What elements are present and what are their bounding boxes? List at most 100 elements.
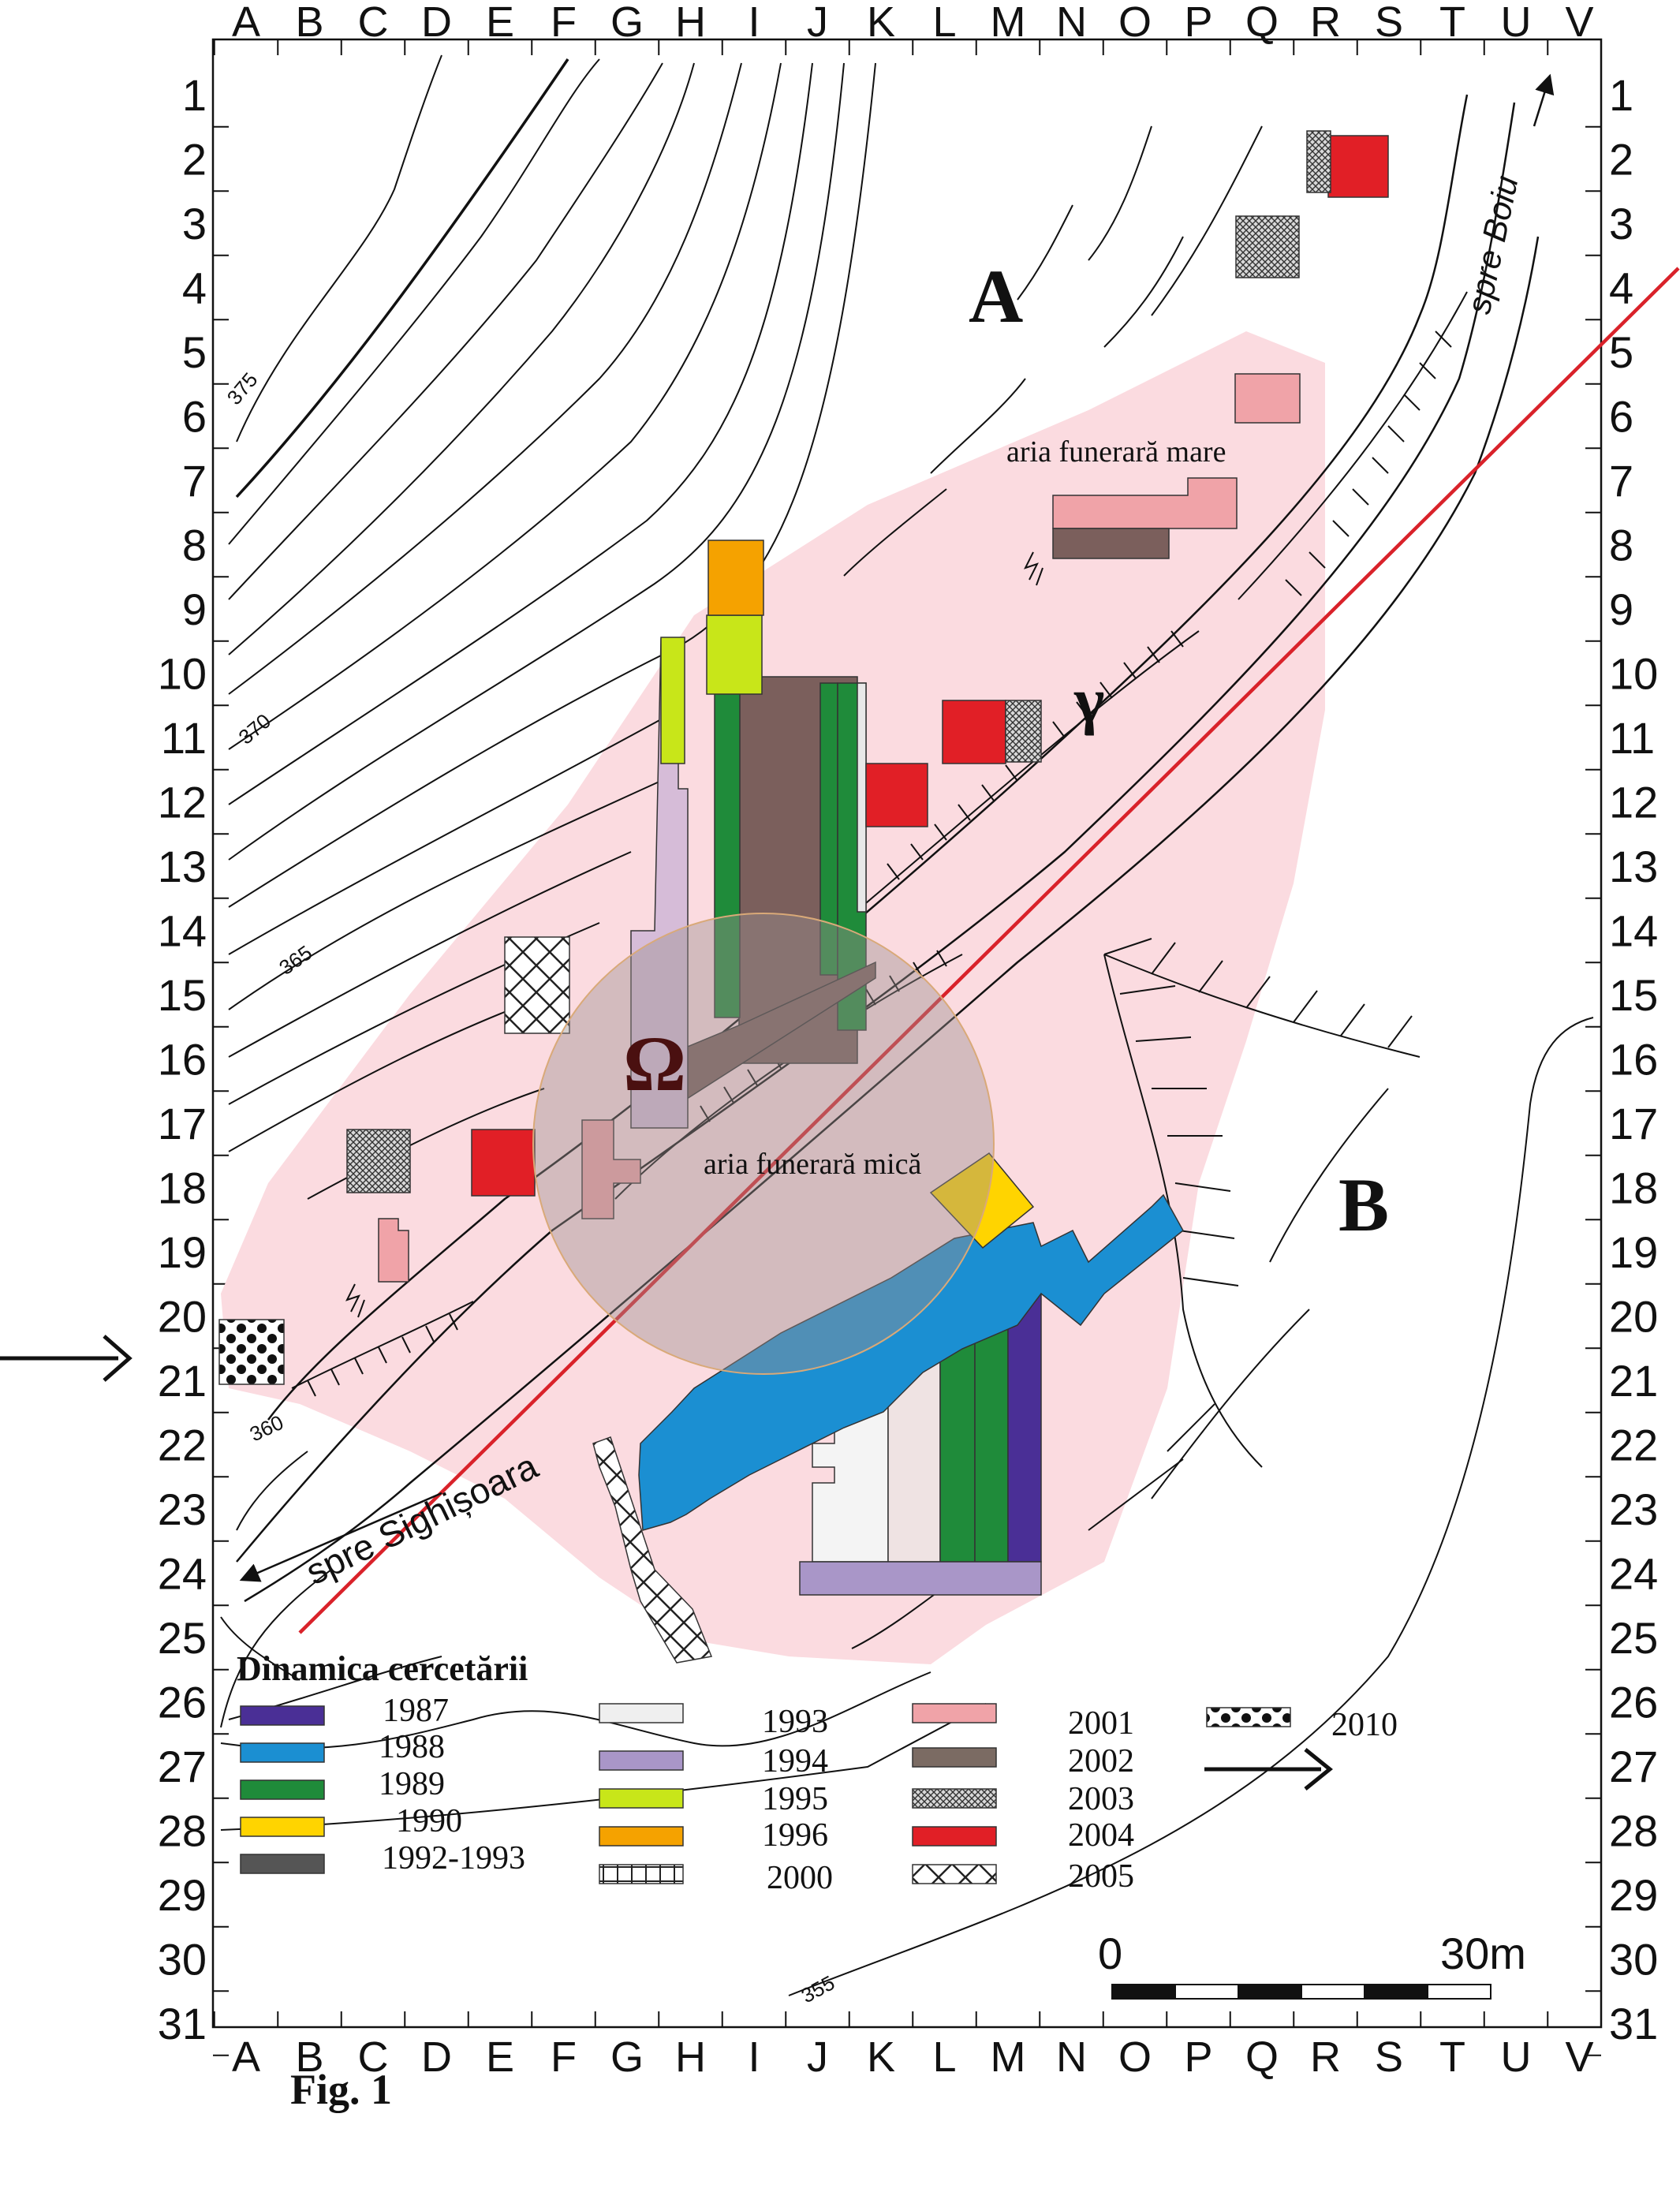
legend-label-1993: 1993 bbox=[762, 1704, 828, 1740]
legend-swatch-1990 bbox=[240, 1817, 325, 1837]
row-label-right-1: 1 bbox=[1609, 70, 1633, 120]
legend-swatch-2003 bbox=[912, 1788, 997, 1809]
trench-1995-lime-a bbox=[660, 637, 685, 764]
row-label-right-27: 27 bbox=[1609, 1742, 1658, 1791]
column-label-top-A: A bbox=[232, 0, 260, 46]
row-label-left-14: 14 bbox=[158, 906, 207, 956]
row-label-left-9: 9 bbox=[182, 584, 207, 634]
row-label-right-17: 17 bbox=[1609, 1099, 1658, 1148]
row-label-right-16: 16 bbox=[1609, 1035, 1658, 1085]
row-label-left-31: 31 bbox=[158, 1999, 207, 2048]
column-label-top-L: L bbox=[932, 0, 956, 46]
trench-1996-orange bbox=[707, 540, 764, 616]
row-label-right-15: 15 bbox=[1609, 970, 1658, 1020]
row-label-right-29: 29 bbox=[1609, 1870, 1658, 1920]
contour-label-355: 355 bbox=[797, 1970, 838, 2007]
legend-label-1990: 1990 bbox=[396, 1803, 462, 1839]
figure-caption: Fig. 1 bbox=[290, 2066, 392, 2113]
column-label-top-S: S bbox=[1375, 0, 1403, 46]
row-label-left-18: 18 bbox=[158, 1163, 207, 1213]
legend-label-1995: 1995 bbox=[762, 1781, 828, 1817]
row-label-left-4: 4 bbox=[182, 263, 207, 313]
trench-1989-west bbox=[714, 685, 741, 1018]
trench-2005-west bbox=[504, 936, 570, 1034]
trench-1990-yellow bbox=[929, 1152, 1035, 1249]
column-label-bottom-A: A bbox=[232, 2033, 260, 2081]
scale-segment bbox=[1238, 1984, 1302, 2000]
column-label-bottom-V: V bbox=[1565, 2033, 1593, 2081]
row-label-left-24: 24 bbox=[158, 1549, 207, 1599]
legend-label-2004: 2004 bbox=[1068, 1817, 1134, 1854]
legend-swatch-1996 bbox=[599, 1826, 684, 1847]
scale-segment bbox=[1364, 1984, 1428, 2000]
column-label-bottom-O: O bbox=[1118, 2033, 1152, 2081]
column-label-bottom-P: P bbox=[1184, 2033, 1212, 2081]
row-label-left-13: 13 bbox=[158, 842, 207, 891]
column-label-top-Q: Q bbox=[1245, 0, 1279, 46]
row-labels-left: 1234567891011121314151617181920212223242… bbox=[158, 70, 207, 2048]
column-label-top-N: N bbox=[1056, 0, 1087, 46]
trench-2003-northeast-a bbox=[1306, 130, 1331, 193]
column-label-bottom-J: J bbox=[807, 2033, 828, 2081]
column-label-top-M: M bbox=[991, 0, 1026, 46]
trench-1988-blue bbox=[638, 1193, 1184, 1531]
legend-swatch-1992-1993 bbox=[240, 1854, 325, 1874]
row-label-left-22: 22 bbox=[158, 1421, 207, 1470]
trench-1989-south-a bbox=[939, 1324, 976, 1563]
section-line bbox=[298, 267, 1680, 1634]
scale-segment bbox=[1111, 1984, 1176, 2000]
column-label-bottom-K: K bbox=[867, 2033, 895, 2081]
legend-label-2000: 2000 bbox=[767, 1860, 833, 1896]
trench-1989-south-b bbox=[974, 1309, 1009, 1563]
column-label-top-E: E bbox=[486, 0, 514, 46]
row-label-right-2: 2 bbox=[1609, 135, 1633, 185]
row-label-left-15: 15 bbox=[158, 970, 207, 1020]
row-label-left-29: 29 bbox=[158, 1870, 207, 1920]
road-lines bbox=[236, 94, 1540, 1603]
trench-2001-west bbox=[378, 1218, 409, 1283]
column-label-top-H: H bbox=[675, 0, 706, 46]
row-label-right-26: 26 bbox=[1609, 1678, 1658, 1727]
scale-end-label: 30m bbox=[1440, 1929, 1526, 1978]
trenches bbox=[218, 130, 1389, 1664]
column-label-top-K: K bbox=[867, 0, 895, 46]
scale-segment bbox=[1174, 1984, 1239, 2000]
trench-2010 bbox=[218, 1319, 285, 1385]
column-label-top-F: F bbox=[551, 0, 577, 46]
row-label-right-6: 6 bbox=[1609, 392, 1633, 442]
column-label-bottom-F: F bbox=[551, 2033, 577, 2081]
row-label-right-10: 10 bbox=[1609, 649, 1658, 699]
row-label-left-19: 19 bbox=[158, 1227, 207, 1277]
row-label-left-27: 27 bbox=[158, 1742, 207, 1791]
frame-ticks bbox=[213, 39, 1601, 2056]
row-label-left-11: 11 bbox=[161, 713, 207, 763]
column-label-bottom-C: C bbox=[358, 2033, 389, 2081]
legend-label-2003: 2003 bbox=[1068, 1781, 1134, 1817]
label-aria-mare: aria funerară mare bbox=[1006, 435, 1226, 469]
row-label-right-8: 8 bbox=[1609, 521, 1633, 570]
trench-2001-northeast bbox=[1234, 373, 1301, 424]
column-label-bottom-B: B bbox=[295, 2033, 323, 2081]
row-label-right-9: 9 bbox=[1609, 584, 1633, 634]
column-label-top-G: G bbox=[610, 0, 644, 46]
trench-2005-southwest bbox=[592, 1436, 713, 1664]
legend-label-2002: 2002 bbox=[1068, 1743, 1134, 1779]
legend-swatch-2001 bbox=[912, 1703, 997, 1723]
row-label-right-19: 19 bbox=[1609, 1227, 1658, 1277]
legend-label-1988: 1988 bbox=[379, 1729, 445, 1765]
legend-title: Dinamica cercetării bbox=[237, 1649, 528, 1688]
row-label-right-23: 23 bbox=[1609, 1484, 1658, 1534]
column-label-top-O: O bbox=[1118, 0, 1152, 46]
legend-swatch-1993 bbox=[599, 1703, 684, 1723]
legend-label-1989: 1989 bbox=[379, 1766, 445, 1802]
label-area-b: B bbox=[1338, 1163, 1389, 1247]
legend: Dinamica cercetării 19871988198919901992… bbox=[237, 1649, 1398, 1896]
trench-1994-band bbox=[799, 1561, 1042, 1596]
row-label-right-28: 28 bbox=[1609, 1806, 1658, 1856]
row-label-left-1: 1 bbox=[182, 70, 207, 120]
legend-swatch-1989 bbox=[240, 1779, 325, 1800]
row-label-left-12: 12 bbox=[158, 778, 207, 827]
trench-2003-northeast-b bbox=[1235, 215, 1300, 278]
row-label-right-12: 12 bbox=[1609, 778, 1658, 827]
row-label-right-3: 3 bbox=[1609, 199, 1633, 248]
